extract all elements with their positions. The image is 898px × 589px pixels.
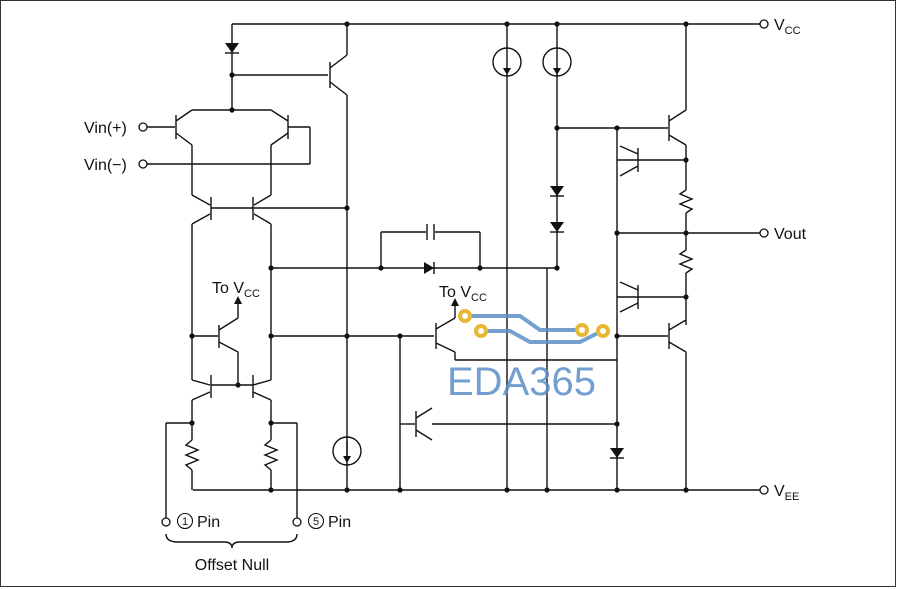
vee-label: VEE [774,483,799,503]
to-vcc-label-right: To VCC [439,284,487,304]
svg-text:Pin: Pin [328,514,351,531]
input-transistor-right [147,109,311,195]
eda365-watermark: EDA365 [447,309,610,404]
watermark-text: EDA365 [447,360,596,404]
bias-diodes-output [550,127,668,233]
current-source-bottom [332,436,362,466]
offset-null-brace [165,533,298,549]
input-transistor-left [147,109,271,195]
vcc-label: VCC [774,17,801,37]
vout-label: Vout [774,226,807,243]
svg-text:Pin: Pin [197,514,220,531]
current-sources-top [492,24,572,490]
input-bias-diode [225,24,239,110]
junction-dots [189,21,689,493]
current-mirror [191,296,400,401]
pin5-label: 5 Pin [307,512,351,531]
to-vcc-label-left: To VCC [212,280,260,300]
vas-transistor [400,268,617,490]
vin-minus-label: Vin(−) [84,157,127,174]
vin-plus-label: Vin(+) [84,120,127,137]
terminals [138,19,769,527]
pin1-label: 1 Pin [176,512,220,531]
compensation-capacitor [380,224,481,268]
svg-text:5: 5 [313,516,319,528]
bias-transistor-top [232,24,348,490]
offset-null-label: Offset Null [195,557,269,574]
svg-text:1: 1 [182,516,188,528]
driver-transistor [399,298,617,490]
output-stage [610,24,760,490]
offset-null-resistors [165,400,298,518]
level-shift-diode [424,262,435,274]
